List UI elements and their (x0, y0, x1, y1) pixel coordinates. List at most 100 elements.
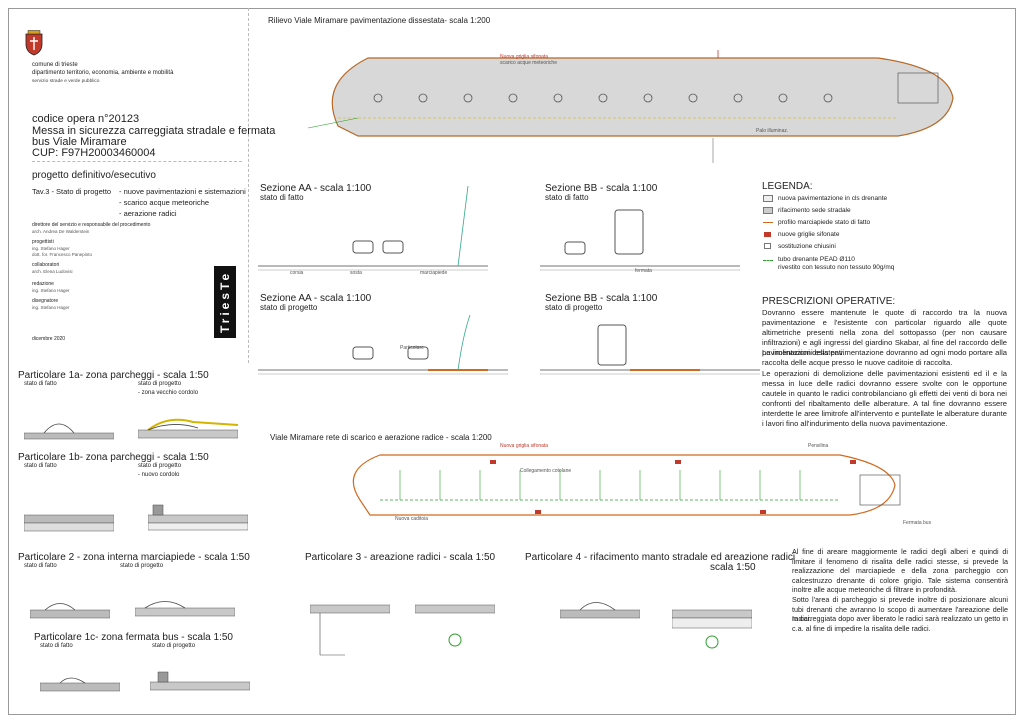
p1c-fatto: stato di fatto (40, 643, 73, 649)
p1a-project-detail (138, 418, 238, 439)
sez-bb-fatto-fermata: fermata (635, 268, 652, 274)
project-code: codice opera n°20123 (32, 113, 140, 125)
city-crest-icon (25, 30, 43, 56)
legend-item-5: sostituzione chiusini (778, 243, 836, 250)
divider (32, 161, 242, 162)
collab-role: collaboratori (32, 262, 60, 268)
director-role: direttore del servizio e responsabile de… (32, 222, 151, 228)
p1c-existing-detail (40, 677, 120, 692)
sidebar-separator (248, 8, 249, 363)
designer-2: dott. for. Francesco Panepinto (32, 252, 93, 257)
designer-1: ing. Stefano Hager (32, 246, 70, 251)
section-bb-project-drawing (540, 324, 760, 375)
director-name: arch. Andrea De Walderstein (32, 229, 90, 234)
sez-aa-fatto-title: Sezione AA - scala 1:100 (260, 183, 372, 194)
p2-fatto: stato di fatto (24, 563, 57, 569)
p1b-progetto: stato di progetto (138, 463, 182, 469)
p4-detail-existing (560, 602, 640, 619)
prescrizioni-title: PRESCRIZIONI OPERATIVE: (762, 296, 896, 307)
collab-1: arch. Elena Ludovisi (32, 269, 73, 274)
sez-aa-fatto-sub: stato di fatto (260, 193, 304, 202)
legend-item-1: nuova pavimentazione in cls drenante (778, 195, 888, 202)
legend-grate-icon (764, 232, 771, 237)
rete-label-griglia: Nuova griglia sifonata (500, 443, 549, 449)
sez-aa-fatto-sosta: sosta (350, 270, 362, 276)
sez-aa-fatto-corsia: corsia (290, 270, 304, 276)
p1a-vecchio: - zona vecchio cordolo (138, 390, 199, 396)
p4-title: Particolare 4 - rifacimento manto strada… (525, 552, 796, 563)
project-title-2: bus Viale Miramare (32, 136, 127, 148)
table-label: Tav.3 - Stato di progetto (32, 187, 112, 196)
table-item-3: - aerazione radici (119, 209, 177, 218)
prescrizioni-p3: Le operazioni di demolizione delle pavim… (762, 369, 1007, 428)
legend-swatch-2 (763, 207, 773, 214)
p3-title: Particolare 3 - areazione radici - scala… (305, 552, 496, 563)
rete-title: Viale Miramare rete di scarico e aerazio… (270, 433, 492, 442)
legend-title: LEGENDA: (762, 181, 813, 192)
rilievo-label-palo: Palo illuminaz. (756, 128, 789, 134)
sez-aa-prog-title: Sezione AA - scala 1:100 (260, 293, 372, 304)
trieste-logo: TriesTe (214, 266, 236, 338)
rete-label-collegamento: Collegamento cotolane (520, 468, 572, 474)
p1c-title: Particolare 1c- zona fermata bus - scala… (34, 632, 233, 643)
org-line2: dipartimento territorio, economia, ambie… (32, 70, 174, 76)
org-line3: servizio strade e verde pubblico (32, 79, 100, 84)
legend-item-7: rivestito con tessuto non tessuto 90g/mq (778, 264, 895, 271)
p1b-project-detail (148, 504, 248, 531)
p1b-nuovo: - nuovo cordolo (138, 472, 180, 478)
p3-detail-1 (310, 604, 390, 656)
legend-item-3: profilo marciapiede stato di fatto (778, 219, 871, 226)
sez-bb-fatto-title: Sezione BB - scala 1:100 (545, 183, 658, 194)
p2-progetto: stato di progetto (120, 563, 164, 569)
legend-line-3 (763, 222, 773, 223)
legend-item-6: tubo drenante PEAD Ø110 (778, 256, 855, 263)
p1a-fatto: stato di fatto (24, 381, 57, 387)
prescrizioni-p6: In carreggiata dopo aver liberato le rad… (792, 614, 1008, 633)
legend-item-2: rifacimento sede stradale (778, 207, 851, 214)
project-cup: CUP: F97H20003460004 (32, 147, 156, 159)
sez-bb-prog-title: Sezione BB - scala 1:100 (545, 293, 658, 304)
rilievo-title: Rilievo Viale Miramare pavimentazione di… (268, 16, 491, 25)
project-phase: progetto definitivo/esecutivo (32, 170, 156, 181)
sez-bb-prog-sub: stato di progetto (545, 303, 603, 312)
p1a-title: Particolare 1a- zona parcheggi - scala 1… (18, 370, 209, 381)
sez-aa-prog-sub: stato di progetto (260, 303, 318, 312)
rilievo-label-scarico: scarico acque meteoriche (500, 60, 557, 66)
rete-label-pensilina: Pensilina (808, 443, 829, 449)
section-aa-existing-drawing (258, 186, 488, 271)
section-aa-project-drawing (258, 315, 508, 375)
table-item-1: - nuove pavimentazioni e sistemazioni (119, 187, 246, 196)
prescrizioni-p2: Le inclinazioni della pavimentazione dov… (762, 348, 1007, 367)
rete-plan-drawing (352, 454, 901, 516)
drawer-role: disegnatore (32, 298, 59, 304)
rete-label-fermata: Fermata bus (903, 520, 932, 526)
p2-title: Particolare 2 - zona interna marciapiede… (18, 552, 250, 563)
date: dicembre 2020 (32, 336, 66, 342)
p3-detail-2 (415, 604, 495, 647)
drawer-1: ing. Stefano Hager (32, 305, 70, 310)
sez-aa-fatto-marciapiede: marciapiede (420, 270, 448, 276)
redaction-role: redazione (32, 281, 54, 287)
p1b-title: Particolare 1b- zona parcheggi - scala 1… (18, 452, 209, 463)
sez-aa-prog-particolare: Particolare (400, 345, 424, 351)
legend-manhole-icon (764, 243, 771, 249)
sez-bb-fatto-sub: stato di fatto (545, 193, 589, 202)
prescrizioni-p5: Sotto l'area di parcheggio si prevede in… (792, 595, 1008, 624)
legend-swatch-1 (763, 195, 773, 202)
section-bb-existing-drawing (540, 209, 740, 271)
p1a-progetto: stato di progetto (138, 381, 182, 387)
p2-project-detail (135, 601, 235, 617)
legend-pipe-line (763, 260, 773, 261)
org-line1: comune di trieste (32, 62, 78, 68)
rilievo-label-griglia: Nuova griglia sifonata (500, 54, 549, 60)
redaction-1: ing. Stefano Hager (32, 288, 70, 293)
p2-existing-detail (30, 603, 110, 619)
prescrizioni-p4: Al fine di areare maggiormente le radici… (792, 547, 1008, 595)
p4-scale: scala 1:50 (710, 562, 756, 573)
project-title-1: Messa in sicurezza carreggiata stradale … (32, 125, 276, 137)
p1a-existing-detail (24, 423, 114, 440)
legend-item-4: nuove griglie sifonate (778, 231, 840, 238)
rete-label-caditoia: Nuova caditoia (395, 516, 429, 522)
p1b-fatto: stato di fatto (24, 463, 57, 469)
p1c-progetto: stato di progetto (152, 643, 196, 649)
